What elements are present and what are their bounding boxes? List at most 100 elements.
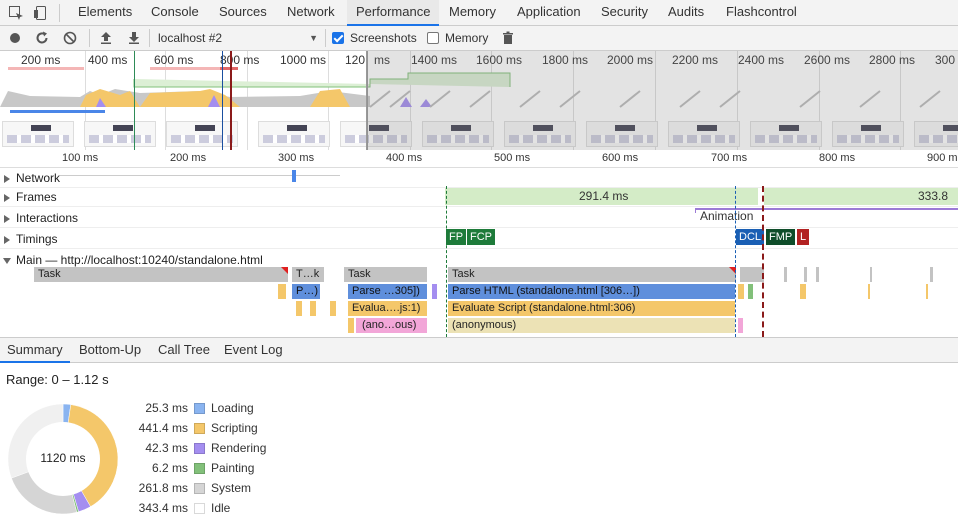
anonymous-function-block[interactable]: (ano…ous) [356, 318, 427, 333]
timeline-ruler: 100 ms 200 ms 300 ms 400 ms 500 ms 600 m… [0, 150, 958, 168]
scripting-swatch [194, 423, 205, 434]
load-dashed-line [762, 186, 764, 337]
fp-marker[interactable]: FP [446, 229, 467, 245]
timings-track-label: Timings [16, 232, 58, 246]
download-icon[interactable] [126, 30, 142, 46]
tab-call-tree[interactable]: Call Tree [158, 342, 211, 357]
tab-security[interactable]: Security [601, 4, 648, 19]
animation-label: Animation [700, 209, 754, 223]
painting-swatch [194, 463, 205, 474]
system-swatch [194, 483, 205, 494]
parse-block[interactable]: Parse …305]) [348, 284, 427, 299]
legend-label: Painting [211, 461, 255, 475]
task-block[interactable]: Task [34, 267, 288, 282]
overview-tick: 400 ms [88, 53, 128, 67]
legend-value: 25.3 ms [145, 401, 188, 415]
fps-strip [220, 67, 238, 70]
tab-memory[interactable]: Memory [449, 4, 496, 19]
main-thread-track[interactable]: Main — http://localhost:10240/standalone… [0, 249, 958, 337]
tab-sources[interactable]: Sources [219, 4, 267, 19]
trash-icon[interactable] [500, 30, 516, 46]
tab-flashcontrol[interactable]: Flashcontrol [726, 4, 797, 19]
ruler-tick: 300 ms [278, 152, 315, 164]
overview-tick: 1800 ms [542, 53, 589, 67]
range-label: Range: 0 – 1.12 s [6, 372, 109, 387]
ruler-tick: 800 ms [819, 152, 856, 164]
overview-tick: 2000 ms [607, 53, 654, 67]
overview-tick: 1600 ms [476, 53, 523, 67]
fp-dashed-line [446, 186, 447, 337]
evaluate-script-block[interactable]: Evaluate Script (standalone.html:306) [448, 301, 735, 316]
device-toolbar-icon[interactable] [33, 5, 49, 21]
tab-event-log[interactable]: Event Log [224, 342, 283, 357]
legend-value: 343.4 ms [138, 501, 188, 515]
idle-swatch [194, 503, 205, 514]
frame-bar[interactable]: 333.8 [764, 188, 958, 205]
fps-strip [8, 67, 84, 70]
upload-icon[interactable] [98, 30, 114, 46]
inspect-element-icon[interactable] [8, 5, 24, 21]
load-marker[interactable]: L [797, 229, 810, 245]
tab-console[interactable]: Console [151, 4, 199, 19]
interactions-track[interactable]: Interactions Animation [0, 207, 958, 228]
tab-network[interactable]: Network [287, 4, 335, 19]
overview-tick: 2800 ms [869, 53, 916, 67]
parse-block[interactable]: P…) [292, 284, 320, 299]
overview-tick: 2400 ms [738, 53, 785, 67]
tab-application[interactable]: Application [517, 4, 581, 19]
timings-track[interactable]: Timings FP FCP DCL FMP L [0, 228, 958, 249]
frames-track-label: Frames [16, 190, 57, 204]
network-track[interactable]: Network [0, 167, 958, 188]
frame-bar[interactable]: 291.4 ms [445, 188, 758, 205]
tab-bottom-up[interactable]: Bottom-Up [79, 342, 142, 357]
target-select-value: localhost #2 [158, 31, 223, 45]
tab-elements[interactable]: Elements [78, 4, 133, 19]
details-tab-bar: Summary Bottom-Up Call Tree Event Log [0, 337, 958, 363]
dcl-marker[interactable]: DCL [736, 229, 765, 245]
toolbar-divider [149, 29, 150, 47]
overview-tick: 1000 ms [280, 53, 327, 67]
clear-icon[interactable] [62, 30, 78, 46]
evaluate-script-block[interactable]: Evalua….js:1) [348, 301, 427, 316]
task-block[interactable]: Task [448, 267, 736, 282]
target-select[interactable]: localhost #2 ▼ [152, 29, 320, 47]
ruler-tick: 500 ms [494, 152, 531, 164]
interactions-track-label: Interactions [16, 211, 79, 225]
legend-label: Loading [211, 401, 254, 415]
frames-track[interactable]: Frames 291.4 ms 333.8 [0, 186, 958, 207]
frame-duration: 291.4 ms [579, 189, 629, 203]
overview-tick: 2600 ms [804, 53, 851, 67]
overview-tick: 200 ms [21, 53, 61, 67]
timeline-overview[interactable]: 200 ms 400 ms 600 ms 800 ms 1000 ms 120 … [0, 51, 958, 150]
rendering-swatch [194, 443, 205, 454]
toolbar-divider [325, 29, 326, 47]
frame-duration: 333.8 [918, 189, 949, 203]
legend-value: 42.3 ms [145, 441, 188, 455]
anonymous-function-block[interactable]: (anonymous) [448, 318, 735, 333]
fcp-marker[interactable]: FCP [467, 229, 495, 245]
screenshots-checkbox[interactable] [332, 32, 344, 44]
fcp-line [134, 51, 135, 150]
selection-handle[interactable] [366, 51, 368, 150]
expand-triangle-icon[interactable] [4, 194, 10, 202]
task-block[interactable]: Task [344, 267, 427, 282]
expand-triangle-icon[interactable] [4, 215, 10, 223]
parse-html-block[interactable]: Parse HTML (standalone.html [306…]) [448, 284, 735, 299]
loading-swatch [194, 403, 205, 414]
expand-triangle-icon[interactable] [4, 175, 10, 183]
record-button[interactable] [7, 30, 23, 46]
overview-tick: 2200 ms [672, 53, 719, 67]
screenshot-thumbnail [668, 121, 740, 147]
tab-summary[interactable]: Summary [0, 338, 70, 363]
performance-toolbar: localhost #2 ▼ Screenshots Memory [0, 26, 958, 51]
tab-performance[interactable]: Performance [347, 0, 440, 26]
collapse-triangle-icon[interactable] [3, 258, 11, 268]
screenshot-thumbnail [84, 121, 156, 147]
tab-audits[interactable]: Audits [668, 4, 705, 19]
reload-record-button[interactable] [34, 30, 50, 46]
expand-triangle-icon[interactable] [4, 236, 10, 244]
task-block[interactable]: T…k [292, 267, 324, 282]
memory-checkbox[interactable] [427, 32, 439, 44]
fmp-marker[interactable]: FMP [766, 229, 796, 245]
overview-tick: 1400 ms [411, 53, 458, 67]
